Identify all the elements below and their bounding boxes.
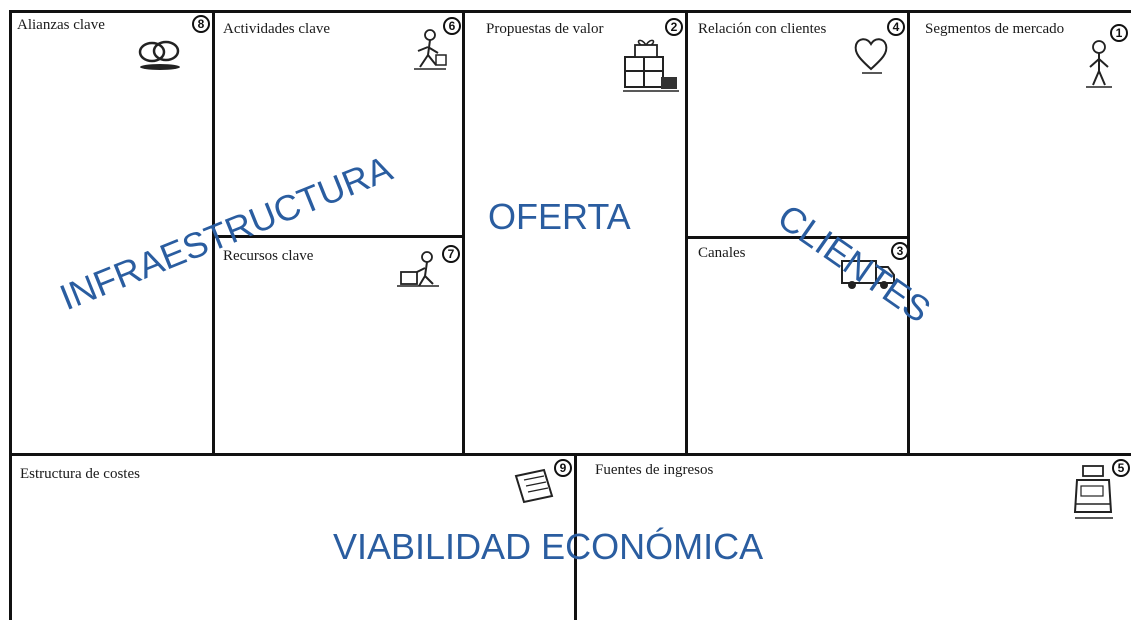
divider-vertical-2 <box>462 10 465 455</box>
overlay-offer: OFERTA <box>488 196 631 237</box>
receipt-icon <box>514 468 554 504</box>
resources-icon <box>397 251 439 287</box>
border-left <box>9 10 12 620</box>
divider-horizontal-main <box>9 453 1131 456</box>
revenue-streams-number: 5 <box>1112 459 1130 477</box>
overlay-viability: VIABILIDAD ECONÓMICA <box>333 526 764 567</box>
customer-relationships-title: Relación con clientes <box>698 21 827 37</box>
customer-relationships-number: 4 <box>887 18 905 36</box>
channels-number: 3 <box>891 242 909 260</box>
worker-icon <box>414 29 447 70</box>
gift-icon <box>623 39 679 92</box>
key-resources-title: Recursos clave <box>223 248 314 264</box>
channels-block: Canales 3 <box>688 239 909 453</box>
cost-structure-block: Estructura de costes 9 <box>12 456 574 620</box>
value-propositions-block: Propuestas de valor 2 <box>465 13 685 453</box>
key-partners-block: Alianzas clave 8 <box>12 13 212 453</box>
key-partners-number: 8 <box>192 15 210 33</box>
value-propositions-number: 2 <box>665 18 683 36</box>
divider-horizontal-right <box>685 236 909 239</box>
key-resources-block: Recursos clave 7 <box>215 238 462 453</box>
person-icon <box>1086 40 1112 88</box>
channels-title: Canales <box>698 245 746 261</box>
value-propositions-title: Propuestas de valor <box>486 21 604 37</box>
key-partners-title: Alianzas clave <box>17 17 105 33</box>
customer-segments-block: Segmentos de mercado 1 <box>910 13 1132 453</box>
divider-vertical-bottom <box>574 453 577 620</box>
heart-icon <box>854 38 888 74</box>
divider-vertical-1 <box>212 10 215 455</box>
divider-horizontal-left <box>212 235 464 238</box>
key-activities-title: Actividades clave <box>223 21 331 37</box>
cost-structure-number: 9 <box>554 459 572 477</box>
revenue-streams-title: Fuentes de ingresos <box>595 462 714 478</box>
rings-icon <box>138 40 180 70</box>
divider-vertical-3 <box>685 10 688 455</box>
customer-relationships-block: Relación con clientes 4 <box>688 13 907 236</box>
truck-icon <box>841 260 895 289</box>
key-resources-number: 7 <box>442 245 460 263</box>
cash-register-icon <box>1073 465 1113 519</box>
cost-structure-title: Estructura de costes <box>20 466 140 482</box>
customer-segments-number: 1 <box>1110 24 1128 42</box>
customer-segments-title: Segmentos de mercado <box>925 21 1065 37</box>
key-activities-block: Actividades clave 6 <box>215 13 462 235</box>
border-top <box>9 10 1131 13</box>
divider-vertical-4 <box>907 10 910 455</box>
key-activities-number: 6 <box>443 17 461 35</box>
revenue-streams-block: Fuentes de ingresos 5 <box>577 456 1132 620</box>
